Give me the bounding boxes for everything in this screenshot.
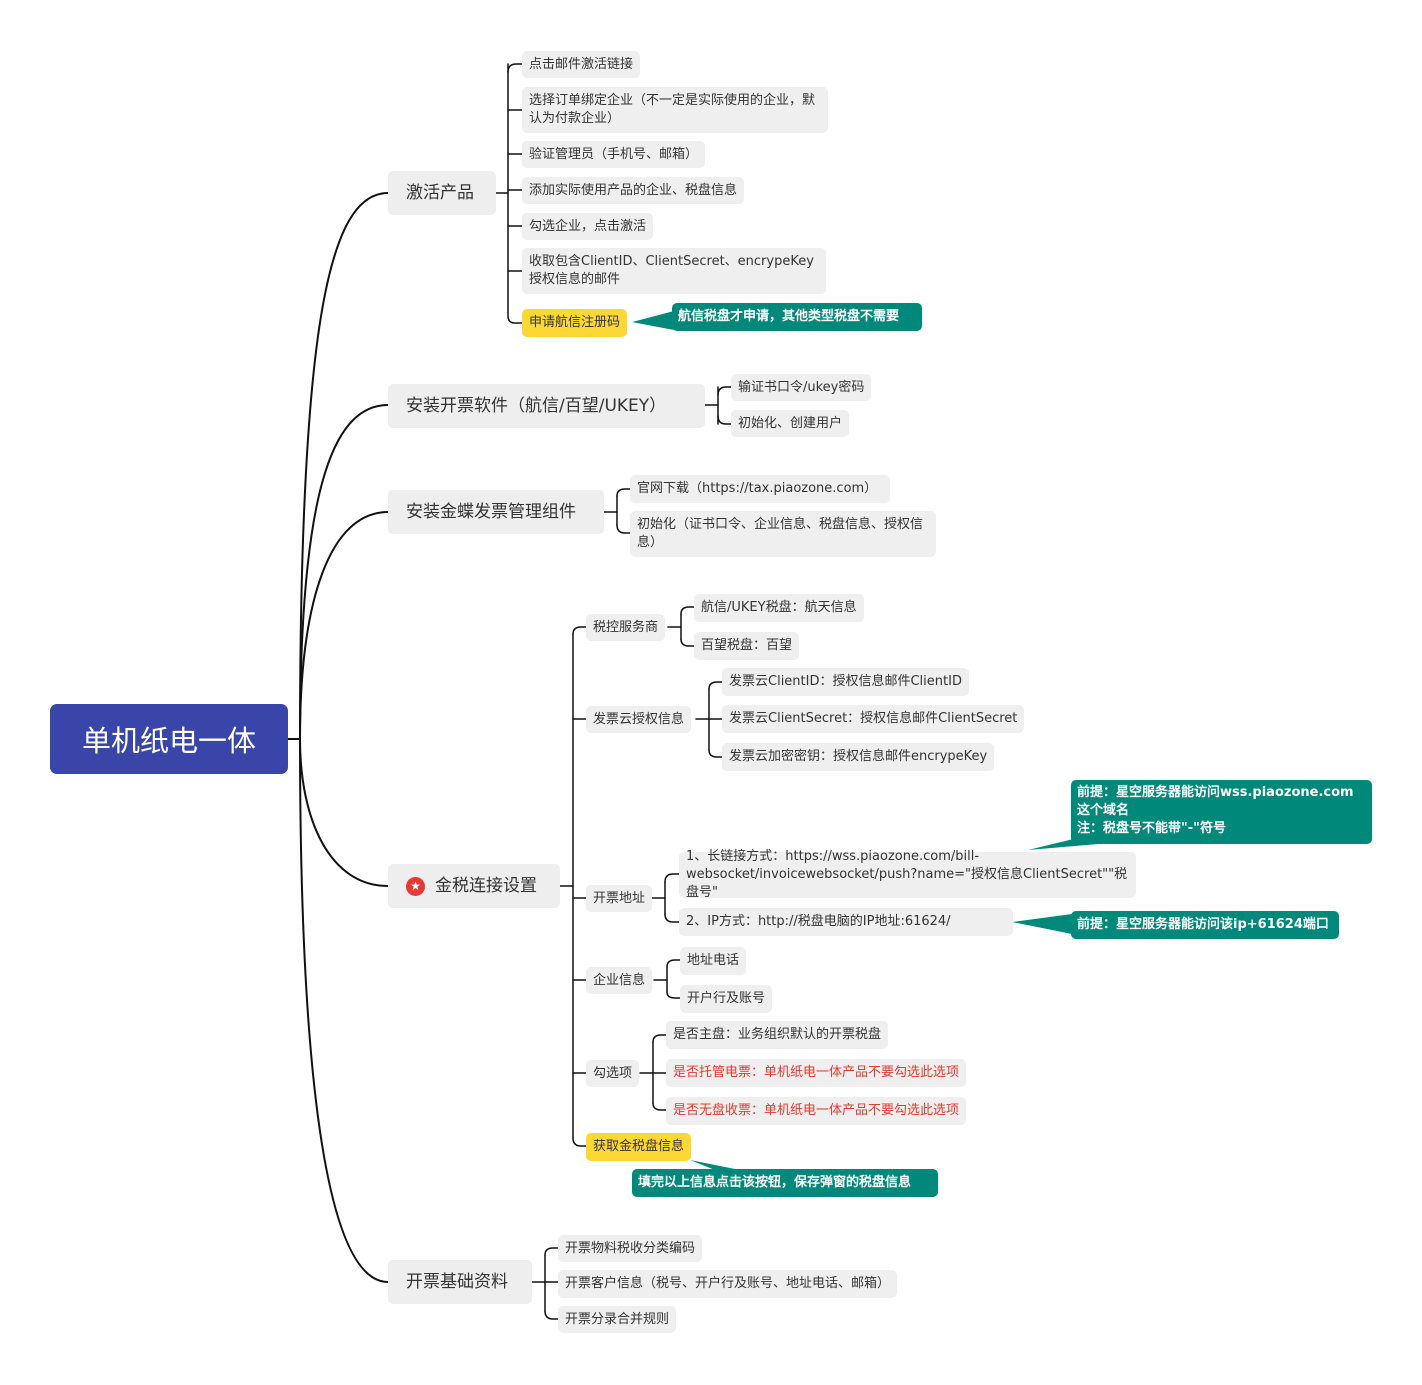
option-item-3[interactable]: 是否无盘收票：单机纸电一体产品不要勾选此选项	[666, 1097, 967, 1125]
activate-item-6[interactable]: 收取包含ClientID、ClientSecret、encrypeKey授权信息…	[522, 248, 826, 294]
activate-item-5[interactable]: 勾选企业，点击激活	[522, 213, 654, 240]
provider-item-1[interactable]: 航信/UKEY税盘：航天信息	[694, 594, 864, 622]
company-item-1[interactable]: 地址电话	[680, 947, 747, 975]
cloud-auth-item-2[interactable]: 发票云ClientSecret：授权信息邮件ClientSecret	[722, 705, 1025, 733]
company-item-2[interactable]: 开户行及账号	[680, 985, 773, 1013]
apply-registration-code[interactable]: 申请航信注册码	[522, 309, 628, 337]
topic-invoice-basic-data[interactable]: 开票基础资料	[388, 1260, 532, 1304]
basic-data-item-1[interactable]: 开票物料税收分类编码	[558, 1235, 703, 1262]
address-item-1[interactable]: 1、长链接方式：https://wss.piaozone.com/bill-we…	[679, 849, 1136, 900]
activate-item-3[interactable]: 验证管理员（手机号、邮箱）	[522, 141, 706, 168]
topic-gold-tax-connection[interactable]: ★ 金税连接设置	[388, 864, 560, 908]
topic-install-invoice-software[interactable]: 安装开票软件（航信/百望/UKEY）	[388, 384, 705, 428]
topic-activate-product[interactable]: 激活产品	[388, 171, 496, 215]
topic-gold-tax-label: 金税连接设置	[435, 876, 537, 896]
callout-websocket-premise: 前提：星空服务器能访问wss.piaozone.com这个域名 注：税盘号不能带…	[1071, 780, 1372, 844]
callout-ip-premise: 前提：星空服务器能访问该ip+61624端口	[1071, 911, 1339, 939]
cloud-auth-item-1[interactable]: 发票云ClientID：授权信息邮件ClientID	[722, 668, 969, 696]
star-icon: ★	[406, 876, 425, 896]
activate-item-4[interactable]: 添加实际使用产品的企业、税盘信息	[522, 177, 745, 204]
callout-registration-code: 航信税盘才申请，其他类型税盘不需要	[672, 303, 922, 331]
component-item-2[interactable]: 初始化（证书口令、企业信息、税盘信息、授权信息）	[630, 511, 936, 557]
cloud-auth-item-3[interactable]: 发票云加密密钥：授权信息邮件encrypeKey	[722, 743, 995, 771]
basic-data-item-2[interactable]: 开票客户信息（税号、开户行及账号、地址电话、邮箱）	[558, 1270, 898, 1298]
basic-data-item-3[interactable]: 开票分录合并规则	[558, 1306, 677, 1333]
install-software-item-2[interactable]: 初始化、创建用户	[731, 410, 850, 437]
install-software-item-1[interactable]: 输证书口令/ukey密码	[731, 374, 872, 401]
root-topic[interactable]: 单机纸电一体	[50, 704, 288, 774]
fetch-tax-disk-info-button[interactable]: 获取金税盘信息	[586, 1133, 692, 1161]
activate-item-1[interactable]: 点击邮件激活链接	[522, 51, 641, 78]
provider-item-2[interactable]: 百望税盘：百望	[694, 632, 800, 660]
tax-control-provider[interactable]: 税控服务商	[586, 614, 666, 641]
option-item-2[interactable]: 是否托管电票：单机纸电一体产品不要勾选此选项	[666, 1059, 967, 1087]
company-info[interactable]: 企业信息	[586, 967, 653, 994]
topic-install-kingdee-component[interactable]: 安装金蝶发票管理组件	[388, 490, 604, 534]
callout-fetch-tax-disk: 填完以上信息点击该按钮，保存弹窗的税盘信息	[632, 1169, 938, 1197]
cloud-auth-info[interactable]: 发票云授权信息	[586, 706, 692, 733]
check-options[interactable]: 勾选项	[586, 1060, 640, 1087]
invoice-address[interactable]: 开票地址	[586, 885, 653, 912]
address-item-2[interactable]: 2、IP方式：http://税盘电脑的IP地址:61624/	[679, 908, 1013, 936]
component-item-1[interactable]: 官网下载（https://tax.piaozone.com）	[630, 475, 890, 503]
option-item-1[interactable]: 是否主盘：业务组织默认的开票税盘	[666, 1021, 889, 1049]
activate-item-2[interactable]: 选择订单绑定企业（不一定是实际使用的企业，默认为付款企业）	[522, 87, 828, 133]
